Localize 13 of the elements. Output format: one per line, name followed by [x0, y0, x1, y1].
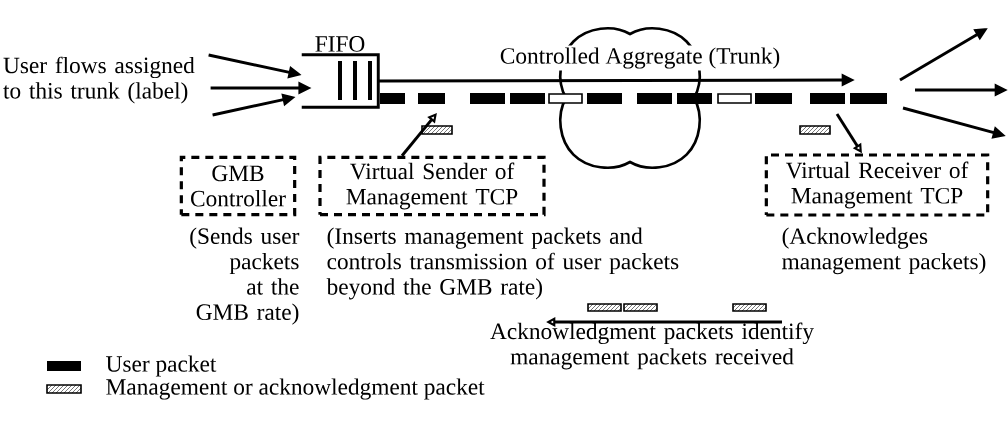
dashed-box: Virtual Sender of Management TCP	[318, 155, 546, 217]
note: Acknowledgment packets identify management packets received	[490, 322, 814, 370]
node-label: (Inserts management packets and controls transmission of user packets beyond the GMB rate)	[326, 227, 679, 300]
dashed-box: Virtual Receiver of Management TCP	[764, 153, 990, 217]
node-label: (Acknowledges management packets)	[782, 227, 986, 275]
dashed-box: GMB Controller	[179, 155, 297, 217]
edge-label: Controlled Aggregate (Trunk)	[497, 45, 783, 71]
fifo-queue: FIFO	[301, 36, 380, 109]
legend-label: User packet	[106, 355, 217, 377]
arrow	[400, 113, 437, 157]
legend-label: Management or acknowledgment packet	[106, 378, 485, 400]
node-label: (Sends user packets at the GMB rate)	[190, 227, 300, 325]
flow-label: User flows assigned to this trunk (label)	[3, 56, 195, 104]
